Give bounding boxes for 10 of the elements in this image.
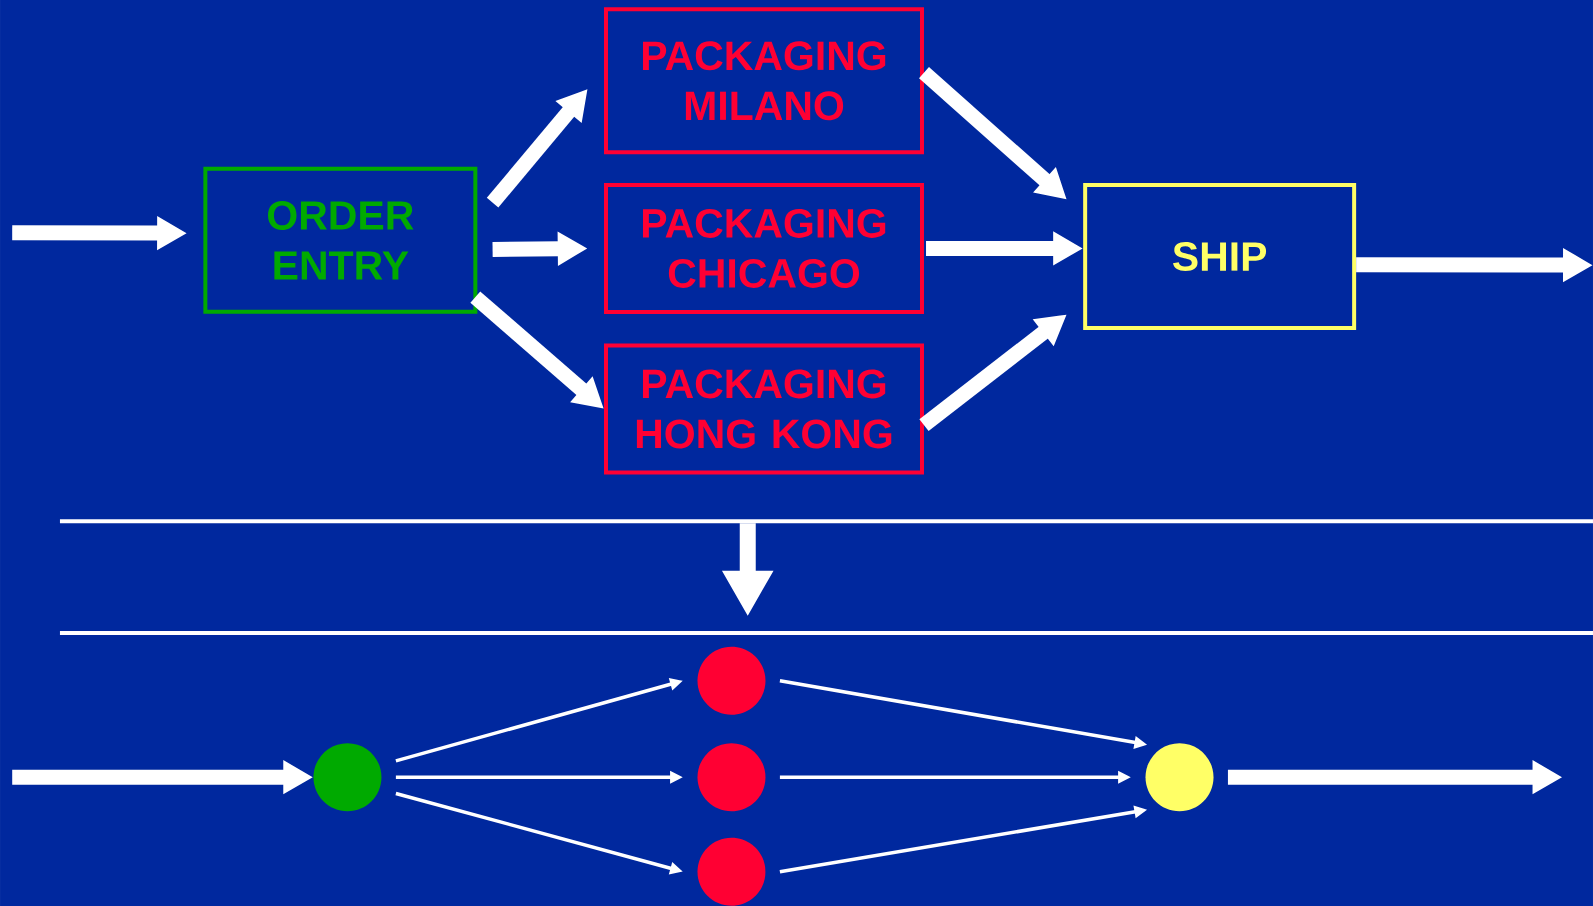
process-box: ORDER ENTRY: [203, 166, 478, 314]
process-box: PACKAGING MILANO: [604, 7, 924, 155]
circle-node: [697, 743, 766, 812]
circle-node: [697, 837, 766, 906]
process-box: PACKAGING CHICAGO: [604, 182, 924, 314]
process-box: SHIP: [1083, 182, 1357, 330]
process-box: PACKAGING HONG KONG: [604, 343, 924, 475]
circle-node: [1145, 743, 1214, 812]
circle-node: [697, 646, 766, 715]
circle-node: [313, 743, 382, 812]
